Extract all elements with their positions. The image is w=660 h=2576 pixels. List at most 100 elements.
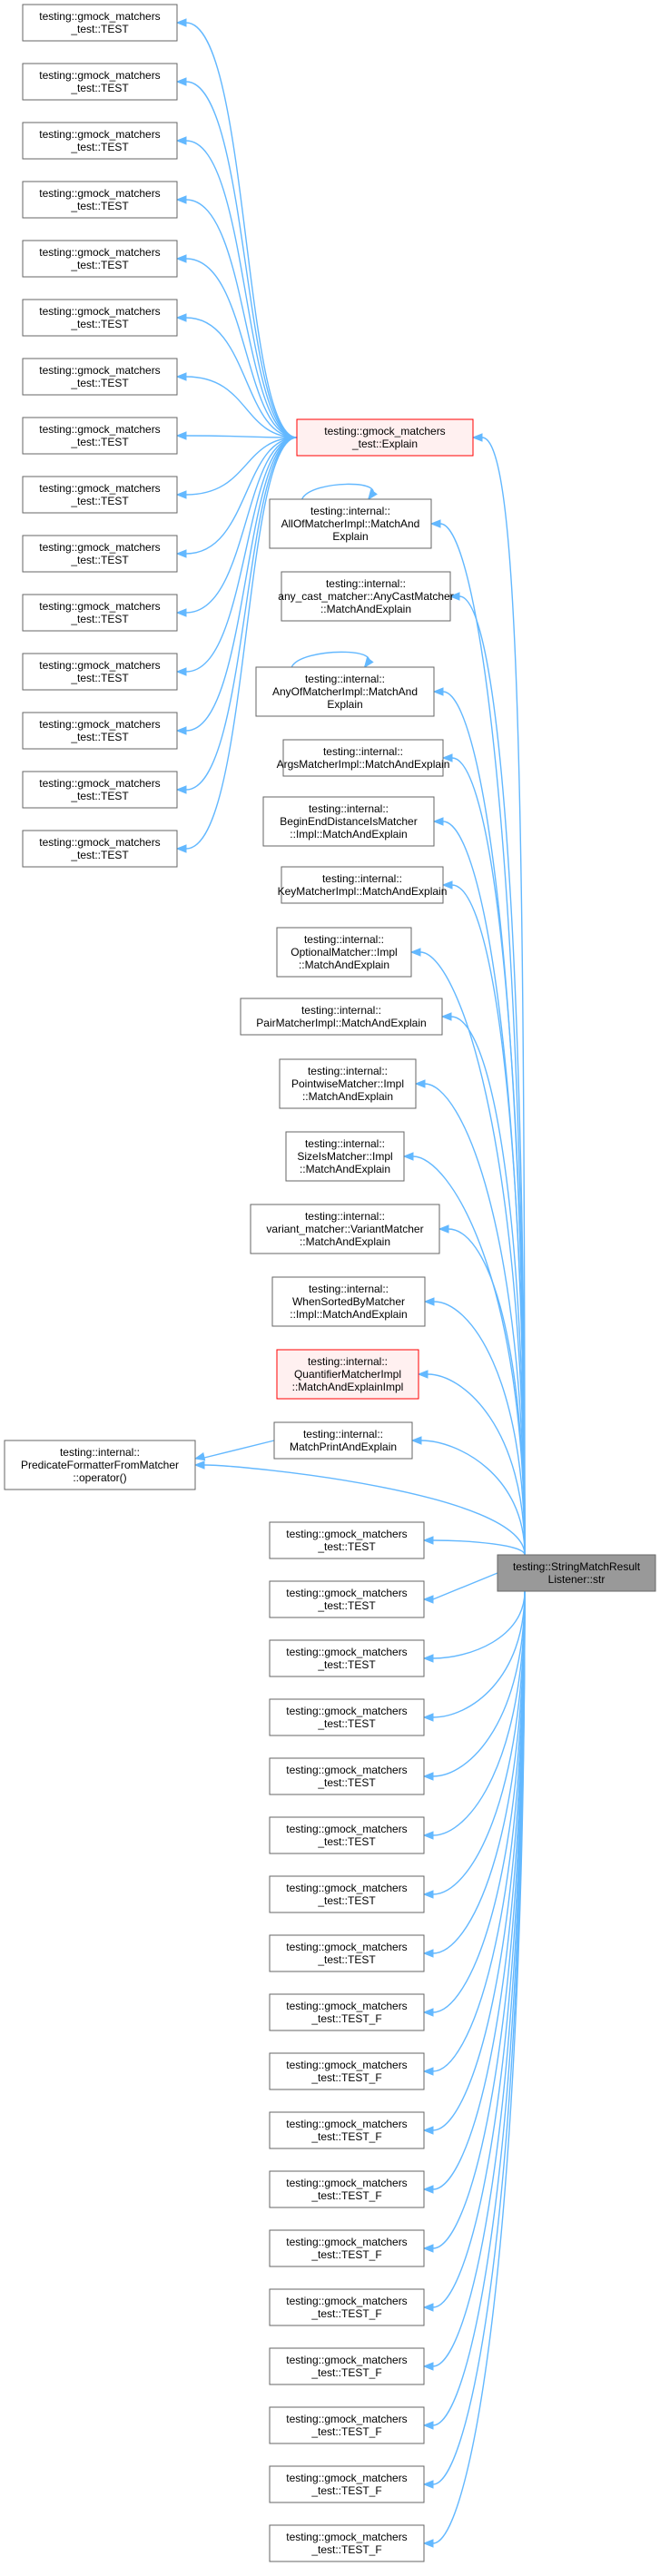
node-label-line: _test::TEST <box>317 1658 376 1671</box>
node-t01[interactable]: testing::gmock_matchers_test::TEST <box>22 4 178 42</box>
node-b01[interactable]: testing::gmock_matchers_test::TEST <box>269 1521 425 1559</box>
edge-explain-to-t11 <box>185 437 298 614</box>
node-t04[interactable]: testing::gmock_matchers_test::TEST <box>22 181 178 219</box>
node-label-line: _test::TEST_F <box>310 2543 381 2556</box>
node-label-line: testing::gmock_matchers <box>286 2118 407 2130</box>
node-t02[interactable]: testing::gmock_matchers_test::TEST <box>22 63 178 101</box>
node-box <box>269 2111 425 2149</box>
node-pair[interactable]: testing::internal::PairMatcherImpl::Matc… <box>240 998 443 1036</box>
edge-arrowhead <box>193 1452 206 1461</box>
edge-target-to-b09 <box>432 1590 526 2013</box>
node-b03[interactable]: testing::gmock_matchers_test::TEST <box>269 1639 425 1677</box>
node-b15[interactable]: testing::gmock_matchers_test::TEST_F <box>269 2347 425 2385</box>
node-t05[interactable]: testing::gmock_matchers_test::TEST <box>22 240 178 278</box>
node-matchprint[interactable]: testing::internal::MatchPrintAndExplain <box>273 1421 413 1460</box>
edge-arrowhead <box>422 2362 434 2371</box>
node-anycast[interactable]: testing::internal::any_cast_matcher::Any… <box>278 571 454 622</box>
node-label-line: testing::gmock_matchers <box>39 305 160 318</box>
node-b13[interactable]: testing::gmock_matchers_test::TEST_F <box>269 2229 425 2267</box>
node-label-line: _test::TEST <box>70 436 129 448</box>
edge-explain-to-t13 <box>185 437 298 732</box>
node-b02[interactable]: testing::gmock_matchers_test::TEST <box>269 1580 425 1618</box>
node-label-line: PointwiseMatcher::Impl <box>291 1077 404 1090</box>
node-label-line: _test::TEST <box>317 1953 376 1966</box>
node-label-line: testing::gmock_matchers <box>286 2472 407 2484</box>
edge-arrowhead <box>175 372 187 381</box>
node-b11[interactable]: testing::gmock_matchers_test::TEST_F <box>269 2111 425 2149</box>
node-box <box>22 63 178 101</box>
node-b17[interactable]: testing::gmock_matchers_test::TEST_F <box>269 2465 425 2503</box>
node-sizeis[interactable]: testing::internal::SizeIsMatcher::Impl::… <box>285 1131 405 1182</box>
node-label-line: ::MatchAndExplain <box>300 1163 390 1175</box>
node-label-line: _test::TEST_F <box>310 2189 381 2202</box>
node-anyof[interactable]: testing::internal::AnyOfMatcherImpl::Mat… <box>255 666 435 717</box>
node-b06[interactable]: testing::gmock_matchers_test::TEST <box>269 1816 425 1854</box>
edge-target-to-pointwise <box>424 1083 526 1556</box>
node-label-line: Explain <box>327 698 362 711</box>
edge-explain-to-t08 <box>185 435 298 438</box>
node-b07[interactable]: testing::gmock_matchers_test::TEST <box>269 1875 425 1913</box>
edge-arrowhead <box>414 1079 426 1088</box>
node-allof[interactable]: testing::internal::AllOfMatcherImpl::Mat… <box>269 498 432 549</box>
node-label-line: AllOfMatcherImpl::MatchAnd <box>281 517 420 530</box>
node-b08[interactable]: testing::gmock_matchers_test::TEST <box>269 1934 425 1972</box>
node-t15[interactable]: testing::gmock_matchers_test::TEST <box>22 830 178 868</box>
node-predicate[interactable]: testing::internal::PredicateFormatterFro… <box>4 1440 196 1490</box>
node-box <box>4 1440 196 1490</box>
edge-arrowhead <box>175 785 187 794</box>
node-label-line: testing::gmock_matchers <box>39 718 160 731</box>
node-t08[interactable]: testing::gmock_matchers_test::TEST <box>22 417 178 455</box>
node-t07[interactable]: testing::gmock_matchers_test::TEST <box>22 358 178 396</box>
node-b14[interactable]: testing::gmock_matchers_test::TEST_F <box>269 2288 425 2326</box>
node-label-line: _test::TEST_F <box>310 2248 381 2261</box>
node-key[interactable]: testing::internal::KeyMatcherImpl::Match… <box>278 866 448 904</box>
node-whensorted[interactable]: testing::internal::WhenSortedByMatcher::… <box>271 1276 426 1327</box>
edge-arrowhead <box>422 2008 434 2017</box>
edge-arrowhead <box>422 2126 434 2135</box>
node-label-line: testing::gmock_matchers <box>39 364 160 377</box>
node-label-line: _test::TEST <box>70 731 129 743</box>
node-quantifier[interactable]: testing::internal::QuantifierMatcherImpl… <box>276 1349 419 1400</box>
node-box <box>276 927 412 978</box>
node-beginend[interactable]: testing::internal::BeginEndDistanceIsMat… <box>262 796 435 847</box>
node-t10[interactable]: testing::gmock_matchers_test::TEST <box>22 535 178 573</box>
node-box <box>22 771 178 809</box>
node-label-line: testing::internal:: <box>323 745 403 758</box>
node-variant[interactable]: testing::internal::variant_matcher::Vari… <box>250 1204 440 1254</box>
node-args[interactable]: testing::internal::ArgsMatcherImpl::Matc… <box>277 739 450 777</box>
node-label-line: QuantifierMatcherImpl <box>294 1368 401 1381</box>
node-box <box>22 299 178 337</box>
node-b12[interactable]: testing::gmock_matchers_test::TEST_F <box>269 2170 425 2208</box>
node-label-line: testing::gmock_matchers <box>39 777 160 790</box>
edge-arrowhead <box>175 667 187 676</box>
node-box <box>269 1521 425 1559</box>
node-b18[interactable]: testing::gmock_matchers_test::TEST_F <box>269 2524 425 2562</box>
node-label-line: testing::gmock_matchers <box>286 1941 407 1953</box>
node-t14[interactable]: testing::gmock_matchers_test::TEST <box>22 771 178 809</box>
node-box <box>269 2406 425 2444</box>
node-label-line: MatchPrintAndExplain <box>290 1440 397 1453</box>
node-t03[interactable]: testing::gmock_matchers_test::TEST <box>22 122 178 160</box>
node-b09[interactable]: testing::gmock_matchers_test::TEST_F <box>269 1993 425 2031</box>
node-box <box>269 1875 425 1913</box>
node-box <box>281 571 451 622</box>
edge-arrowhead <box>441 880 453 890</box>
node-t13[interactable]: testing::gmock_matchers_test::TEST <box>22 712 178 750</box>
edge-target-to-allof <box>439 523 526 1556</box>
node-b05[interactable]: testing::gmock_matchers_test::TEST <box>269 1757 425 1795</box>
node-b16[interactable]: testing::gmock_matchers_test::TEST_F <box>269 2406 425 2444</box>
node-b04[interactable]: testing::gmock_matchers_test::TEST <box>269 1698 425 1736</box>
node-pointwise[interactable]: testing::internal::PointwiseMatcher::Imp… <box>279 1058 417 1109</box>
node-t06[interactable]: testing::gmock_matchers_test::TEST <box>22 299 178 337</box>
edge-arrowhead <box>363 656 374 669</box>
node-b10[interactable]: testing::gmock_matchers_test::TEST_F <box>269 2052 425 2090</box>
node-explain[interactable]: testing::gmock_matchers_test::Explain <box>296 418 474 457</box>
node-box <box>269 2052 425 2090</box>
node-t09[interactable]: testing::gmock_matchers_test::TEST <box>22 476 178 514</box>
node-label-line: AnyOfMatcherImpl::MatchAnd <box>272 685 418 698</box>
node-optional[interactable]: testing::internal::OptionalMatcher::Impl… <box>276 927 412 978</box>
node-t12[interactable]: testing::gmock_matchers_test::TEST <box>22 653 178 691</box>
node-t11[interactable]: testing::gmock_matchers_test::TEST <box>22 594 178 632</box>
